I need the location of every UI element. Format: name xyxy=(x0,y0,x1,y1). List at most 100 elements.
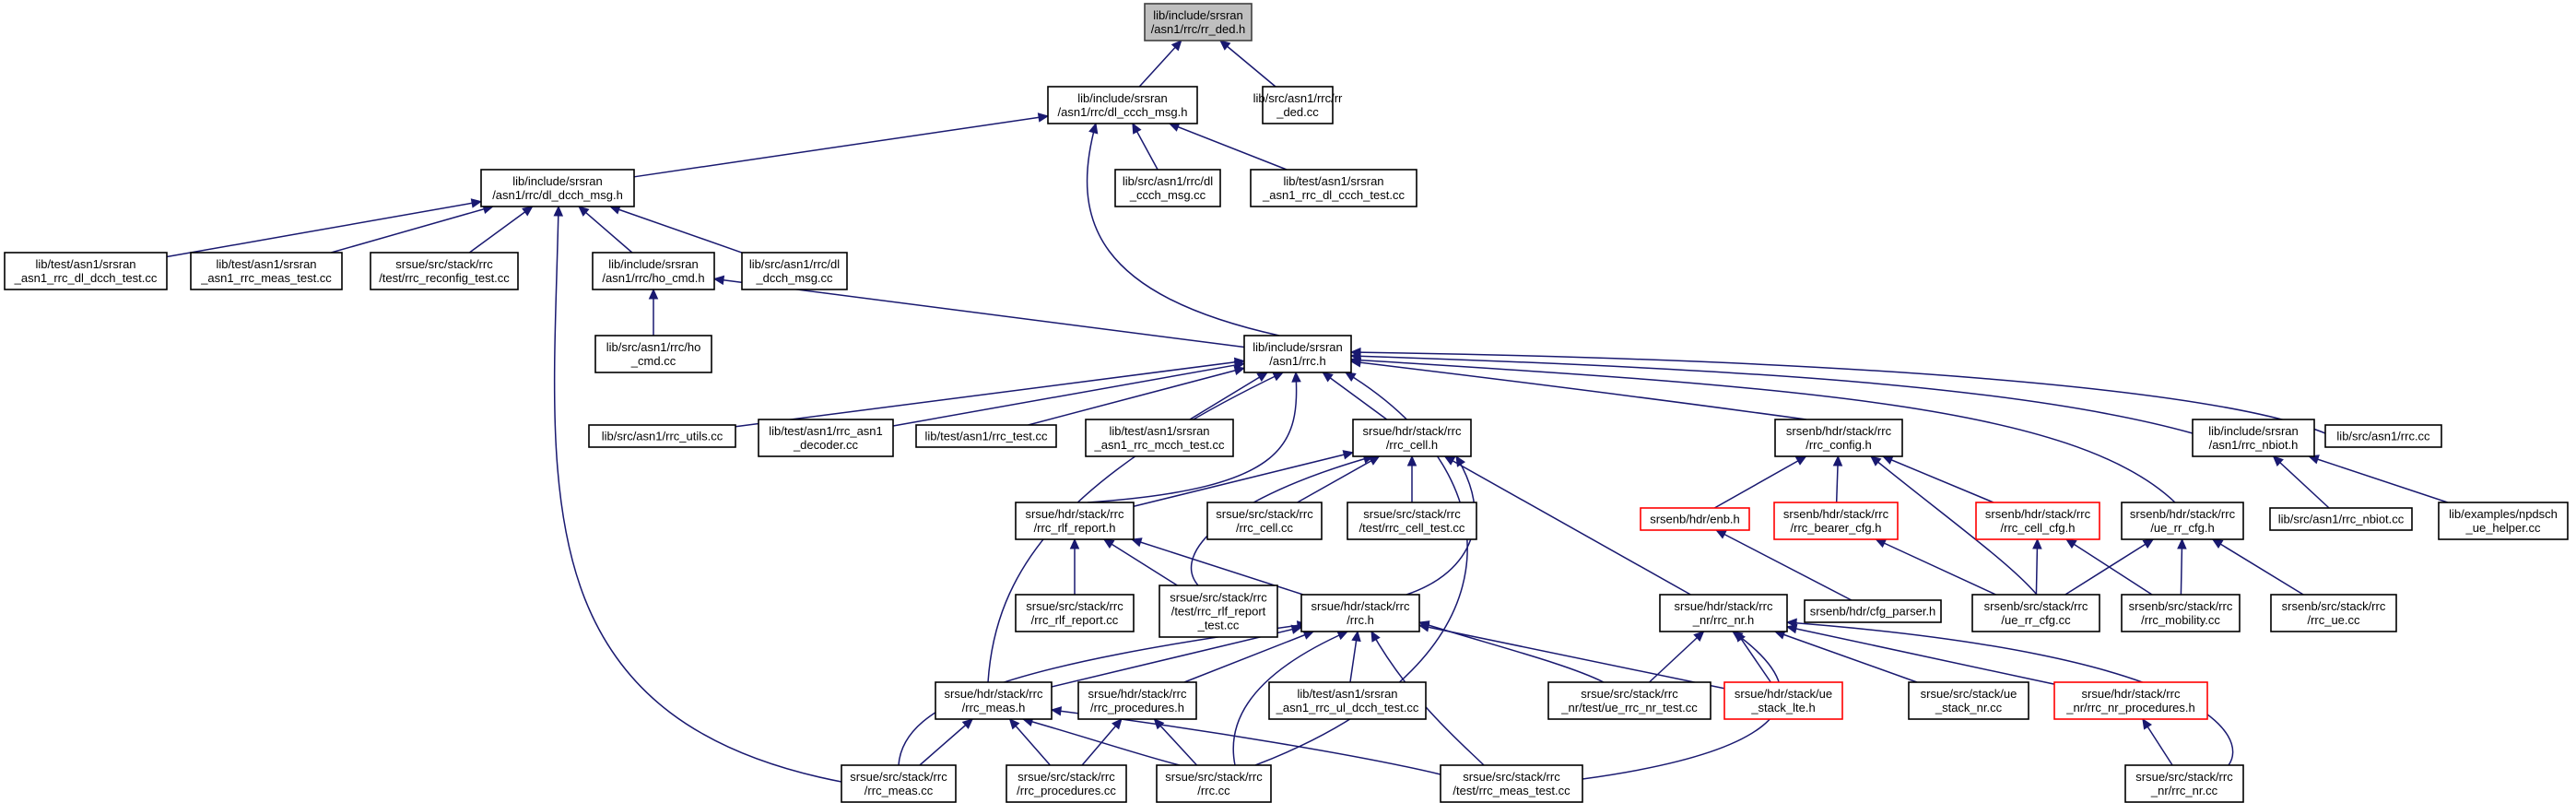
node-dl-dcch-h[interactable]: lib/include/srsran/asn1/rrc/dl_dcch_msg.… xyxy=(480,169,635,207)
edge-line xyxy=(1087,372,1298,503)
node-rrc-nbiot-cc[interactable]: lib/src/asn1/rrc_nbiot.cc xyxy=(2269,507,2413,531)
node-label-line: srsue/src/stack/rrc xyxy=(395,257,493,271)
node-enb-h[interactable]: srsenb/hdr/enb.h xyxy=(1640,507,1750,531)
edge-line xyxy=(1350,359,2176,503)
node-rr-ded-h[interactable]: lib/include/srsran/asn1/rrc/rr_ded.h xyxy=(1144,3,1253,41)
node-box xyxy=(2269,507,2413,531)
edge-layer xyxy=(166,40,2449,783)
node-label-line: srsenb/src/stack/rrc xyxy=(2282,599,2386,613)
node-rrc-cell-h[interactable]: srsue/hdr/stack/rrc/rrc_cell.h xyxy=(1352,419,1472,457)
edge-line xyxy=(892,362,1245,427)
node-rrc-rlf-report-test[interactable]: srsue/src/stack/rrc/test/rrc_rlf_report_… xyxy=(1159,585,1278,638)
node-cfg-parser[interactable]: srsenb/hdr/cfg_parser.h xyxy=(1804,599,1942,623)
edge-rrc_nr_h-to-rrc_nr_procedures xyxy=(1785,623,2055,685)
node-ue-stack-lte[interactable]: srsue/hdr/stack/ue_stack_lte.h xyxy=(1723,681,1843,720)
edge-dl_dcch_h-to-rrc_dl_dcch_test xyxy=(166,198,483,258)
node-label-line: /rrc_ue.cc xyxy=(2307,613,2360,627)
node-rrc-procedures-cc[interactable]: srsue/src/stack/rrc/rrc_procedures.cc xyxy=(1006,764,1127,803)
node-rrc-dl-dcch-test[interactable]: lib/test/asn1/srsran_asn1_rrc_dl_dcch_te… xyxy=(4,252,168,290)
node-box xyxy=(190,252,343,290)
edge-rrc_cell_h-to-rrc_rlf_report_h xyxy=(1133,450,1355,507)
node-ho-cmd-cc[interactable]: lib/src/asn1/rrc/ho_cmd.cc xyxy=(594,335,712,373)
node-dl-dcch-cc[interactable]: lib/src/asn1/rrc/dl_dcch_msg.cc xyxy=(741,252,848,290)
node-box xyxy=(1206,502,1323,540)
edge-dl_dcch_h-to-rrc_reconfig_test xyxy=(468,206,534,254)
edge-rrc_rlf_report_h-to-rrc_rlf_report_cc xyxy=(1069,537,1080,595)
edge-rrc_nbiot_h-to-npdsch_helper xyxy=(2308,455,2449,503)
node-rrc-meas-test[interactable]: srsue/src/stack/rrc/test/rrc_meas_test.c… xyxy=(1440,764,1583,803)
node-rrc-asn1-decoder[interactable]: lib/test/asn1/rrc_asn1_decoder.cc xyxy=(758,419,894,457)
edge-line xyxy=(1103,538,1178,586)
edge-line xyxy=(2308,455,2449,503)
node-box xyxy=(2124,764,2244,803)
node-dl-ccch-cc[interactable]: lib/src/asn1/rrc/dl_ccch_msg.cc xyxy=(1114,169,1221,207)
node-rrc-ue-cc[interactable]: srsenb/src/stack/rrc/rrc_ue.cc xyxy=(2270,594,2397,632)
node-rrc-bearer-cfg[interactable]: srsenb/hdr/stack/rrc/rrc_bearer_cfg.h xyxy=(1773,502,1899,540)
node-rrc-mcch-test[interactable]: lib/test/asn1/srsran_asn1_rrc_mcch_test.… xyxy=(1085,419,1234,457)
edge-rrc_nbiot_h-to-rrc_nbiot_cc xyxy=(2272,455,2330,509)
node-box xyxy=(841,764,957,803)
edge-arrowhead xyxy=(1272,372,1285,382)
node-rrc-nr-procedures[interactable]: srsue/hdr/stack/rrc_nr/rrc_nr_procedures… xyxy=(2053,681,2208,720)
edge-arrowhead xyxy=(1008,718,1020,730)
node-box xyxy=(1114,169,1221,207)
node-rrc-dl-ccch-test[interactable]: lib/test/asn1/srsran_asn1_rrc_dl_ccch_te… xyxy=(1250,169,1417,207)
edge-line xyxy=(1322,372,1388,420)
node-rrc-nbiot-h[interactable]: lib/include/srsran/asn1/rrc_nbiot.h xyxy=(2192,419,2315,457)
node-label-line: lib/test/asn1/srsran xyxy=(1283,174,1383,188)
node-box xyxy=(1804,599,1942,623)
node-rrc-meas-cc[interactable]: srsue/src/stack/rrc/rrc_meas.cc xyxy=(841,764,957,803)
edge-rrc_nr_h-to-ue_stack_nr xyxy=(1773,630,1918,683)
node-rrc-ul-dcch-test[interactable]: lib/test/asn1/srsran_asn1_rrc_ul_dcch_te… xyxy=(1268,681,1427,720)
edge-asn1_rrc_h-to-rrc_cell_h xyxy=(1322,372,1388,420)
edge-line xyxy=(2064,538,2154,596)
node-box xyxy=(1971,594,2100,632)
node-ho-cmd-h[interactable]: lib/include/srsran/asn1/rrc/ho_cmd.h xyxy=(592,252,715,290)
node-rrc-h-ue[interactable]: srsue/hdr/stack/rrc/rrc.h xyxy=(1300,594,1420,632)
edge-line xyxy=(1189,372,1268,420)
node-rrc-config-h[interactable]: srsenb/hdr/stack/rrc/rrc_config.h xyxy=(1774,419,1903,457)
node-label-line: lib/examples/npdsch xyxy=(2449,507,2558,521)
node-rrc-meas-test-asn1[interactable]: lib/test/asn1/srsran_asn1_rrc_meas_test.… xyxy=(190,252,343,290)
node-rrc-rlf-report-h[interactable]: srsue/hdr/stack/rrc/rrc_rlf_report.h xyxy=(1015,502,1135,540)
edge-asn1_rrc_h-to-rrc_asn1_decoder xyxy=(892,360,1246,427)
node-label-line: lib/include/srsran xyxy=(1253,340,1343,354)
edge-ue_rr_cfg_h-to-rrc_ue_cc xyxy=(2211,538,2304,596)
edge-arrowhead xyxy=(1344,372,1357,382)
node-rrc-cc-lib[interactable]: lib/src/asn1/rrc.cc xyxy=(2324,424,2442,448)
node-rrc-cell-test[interactable]: srsue/src/stack/rrc/test/rrc_cell_test.c… xyxy=(1347,502,1477,540)
node-rrc-nr-h[interactable]: srsue/hdr/stack/rrc_nr/rrc_nr.h xyxy=(1659,594,1788,632)
edge-arrowhead xyxy=(1715,529,1727,539)
node-label-line: lib/include/srsran xyxy=(608,257,699,271)
node-rr-ded-cc[interactable]: lib/src/asn1/rrc/rr_ded.cc xyxy=(1253,86,1343,124)
node-box xyxy=(1268,681,1427,720)
edge-arrowhead xyxy=(1406,455,1417,466)
node-rrc-rlf-report-cc[interactable]: srsue/src/stack/rrc/rrc_rlf_report.cc xyxy=(1015,594,1135,632)
node-ue-rrc-nr-test[interactable]: srsue/src/stack/rrc_nr/test/ue_rrc_nr_te… xyxy=(1547,681,1711,720)
node-npdsch-helper[interactable]: lib/examples/npdsch_ue_helper.cc xyxy=(2438,502,2569,540)
node-label-line: lib/src/asn1/rrc/ho xyxy=(606,340,701,354)
node-rrc-mobility-cc[interactable]: srsenb/src/stack/rrc/rrc_mobility.cc xyxy=(2121,594,2241,632)
node-dl-ccch-h[interactable]: lib/include/srsran/asn1/rrc/dl_ccch_msg.… xyxy=(1047,86,1198,124)
edge-arrowhead xyxy=(712,275,725,286)
node-label-line: lib/test/asn1/rrc_asn1 xyxy=(769,424,883,438)
node-label-line: lib/test/asn1/rrc_test.cc xyxy=(925,430,1048,443)
edge-arrowhead xyxy=(1233,365,1246,376)
node-rrc-procedures-h[interactable]: srsue/hdr/stack/rrc/rrc_procedures.h xyxy=(1077,681,1197,720)
edge-line xyxy=(1153,718,1198,766)
node-ue-rr-cfg-cc[interactable]: srsenb/src/stack/rrc/ue_rr_cfg.cc xyxy=(1971,594,2100,632)
node-rrc-test-cc[interactable]: lib/test/asn1/rrc_test.cc xyxy=(915,424,1057,448)
node-rrc-cell-cfg[interactable]: srsenb/hdr/stack/rrc/rrc_cell_cfg.h xyxy=(1975,502,2100,540)
edge-line xyxy=(166,200,482,258)
node-rrc-utils-cc[interactable]: lib/src/asn1/rrc_utils.cc xyxy=(588,424,736,448)
node-rrc-reconfig-test[interactable]: srsue/src/stack/rrc/test/rrc_reconfig_te… xyxy=(370,252,519,290)
node-ue-rr-cfg-h[interactable]: srsenb/hdr/stack/rrc/ue_rr_cfg.h xyxy=(2121,502,2244,540)
edge-line xyxy=(1297,455,1380,503)
node-rrc-cell-cc[interactable]: srsue/src/stack/rrc/rrc_cell.cc xyxy=(1206,502,1323,540)
node-ue-stack-nr[interactable]: srsue/src/stack/ue_stack_nr.cc xyxy=(1908,681,2029,720)
node-rrc-cc-ue[interactable]: srsue/src/stack/rrc/rrc.cc xyxy=(1156,764,1272,803)
node-rrc-meas-h[interactable]: srsue/hdr/stack/rrc/rrc_meas.h xyxy=(935,681,1053,720)
node-asn1-rrc-h[interactable]: lib/include/srsran/asn1/rrc.h xyxy=(1243,335,1352,373)
node-rrc-nr-cc[interactable]: srsue/src/stack/rrc_nr/rrc_nr.cc xyxy=(2124,764,2244,803)
